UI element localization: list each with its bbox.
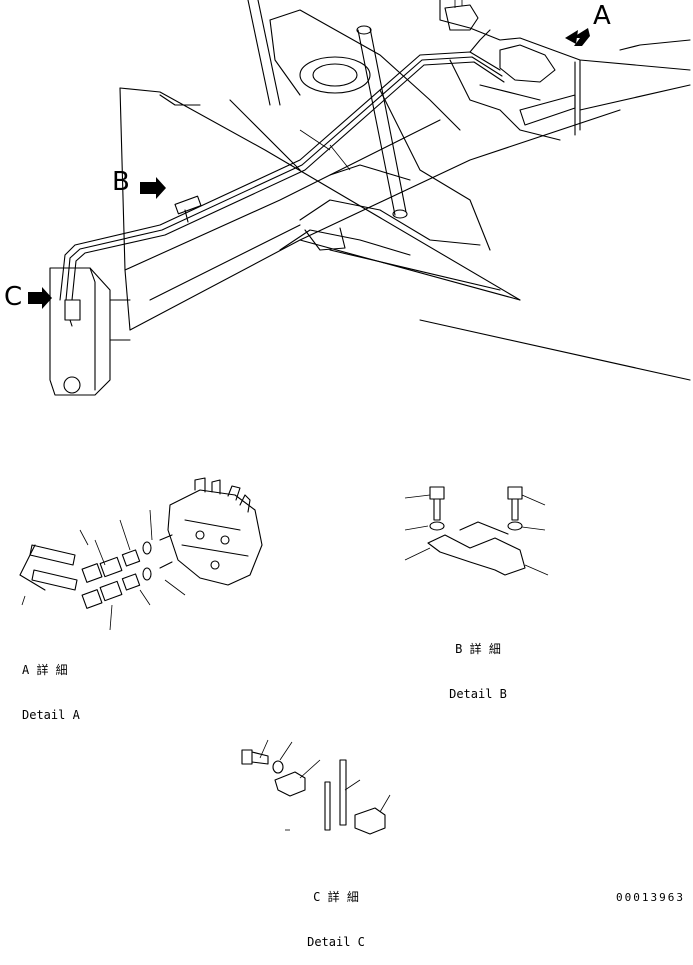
detail-b-illustration	[404, 486, 549, 576]
detail-a-illustration	[19, 477, 263, 631]
detail-b-caption-jp: B 詳 細	[455, 642, 501, 656]
detail-b-caption-en: Detail B	[449, 687, 507, 701]
arrow-label-a: A	[593, 1, 611, 31]
main-view-illustration	[49, 0, 691, 396]
arrow-label-b: B	[112, 167, 130, 197]
view-arrow-a	[565, 28, 590, 46]
detail-a-caption-en: Detail A	[22, 708, 80, 722]
detail-b-caption: B 詳 細 Detail B	[438, 612, 518, 717]
detail-c-illustration	[241, 739, 391, 835]
detail-a-caption: A 詳 細 Detail A	[22, 633, 92, 738]
view-arrow-c	[28, 287, 52, 309]
arrow-label-c: C	[4, 282, 23, 312]
detail-c-caption-en: Detail C	[307, 935, 365, 949]
parts-diagram	[19, 0, 691, 835]
drawing-code: 00013963	[616, 891, 685, 904]
detail-a-caption-jp: A 詳 細	[22, 663, 68, 677]
detail-c-caption-jp: C 詳 細	[313, 890, 359, 904]
view-arrow-b	[140, 177, 166, 199]
detail-c-caption: C 詳 細 Detail C	[296, 860, 376, 965]
